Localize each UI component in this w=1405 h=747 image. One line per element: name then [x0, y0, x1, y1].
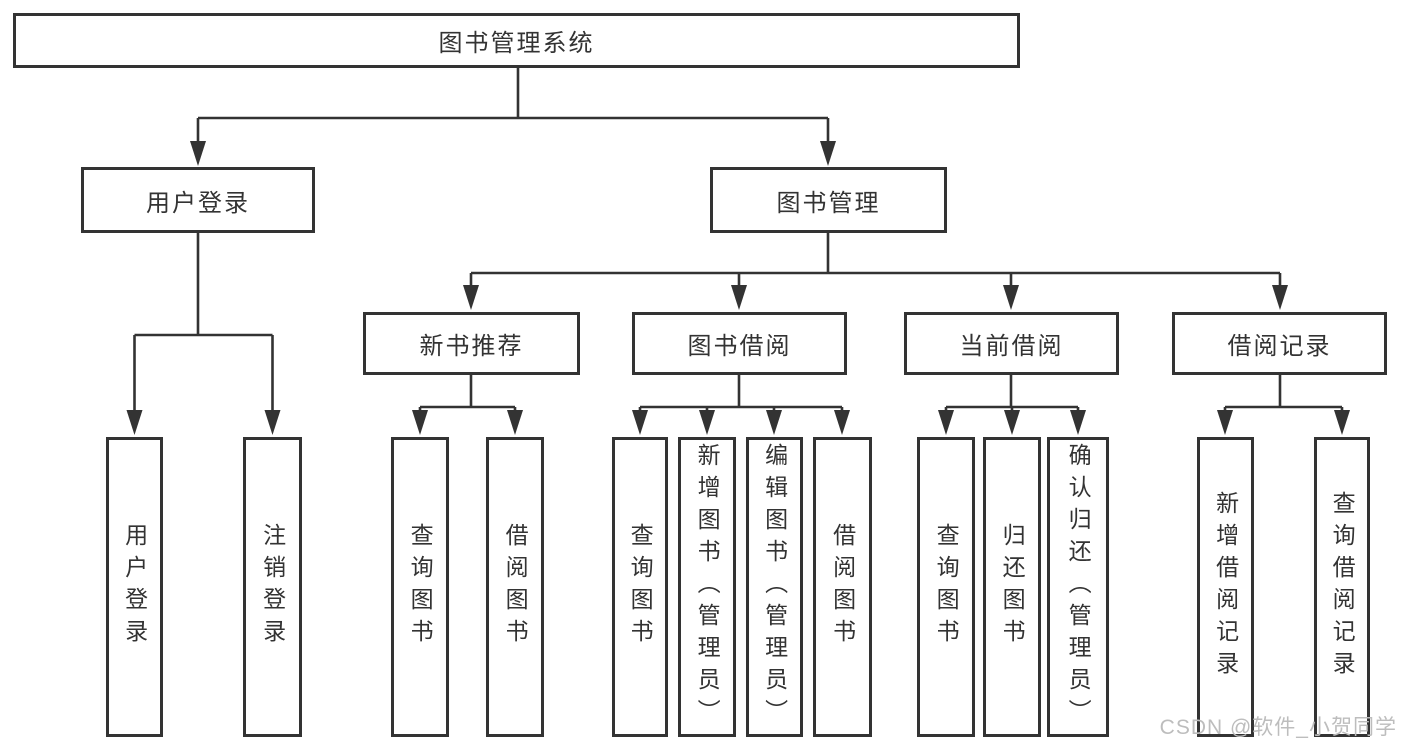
connector-book-borrow-branch: [638, 375, 844, 413]
leaf-borrow-query-book: 查询图书: [612, 437, 668, 737]
arrowhead-icon: [632, 410, 648, 435]
leaf-current-confirm-return-label: 确认归还（管理员）: [1065, 443, 1092, 731]
node-borrow-records: 借阅记录: [1172, 312, 1387, 375]
leaf-user-login-label: 用户登录: [121, 523, 148, 651]
leaf-logout: 注销登录: [243, 437, 302, 737]
arrowhead-icon: [264, 410, 281, 435]
leaf-user-login: 用户登录: [106, 437, 163, 737]
leaf-borrow-edit-book: 编辑图书（管理员）: [746, 437, 803, 737]
connector-root-to-level2: [196, 68, 830, 144]
leaf-borrow-query-book-label: 查询图书: [627, 523, 654, 651]
leaf-borrow-borrow-book-label: 借阅图书: [829, 523, 856, 651]
arrowheads: [126, 141, 1350, 435]
arrowhead-icon: [190, 141, 206, 166]
connector-current-borrow-branch: [944, 375, 1080, 413]
csdn-watermark: CSDN @软件_小贺同学: [1159, 716, 1397, 739]
leaf-records-add-record-label: 新增借阅记录: [1212, 491, 1239, 683]
arrowhead-icon: [766, 410, 782, 435]
connector-borrow-records-branch: [1223, 375, 1344, 413]
leaf-rec-query-book: 查询图书: [391, 437, 449, 737]
leaf-records-query-record: 查询借阅记录: [1314, 437, 1370, 737]
leaf-current-query-book: 查询图书: [917, 437, 975, 737]
node-current-borrow-label: 当前借阅: [959, 333, 1064, 360]
leaf-current-return-book-label: 归还图书: [999, 523, 1026, 651]
arrowhead-icon: [1070, 410, 1086, 435]
arrowhead-icon: [699, 410, 715, 435]
node-book-mgmt-label: 图书管理: [776, 189, 881, 217]
arrowhead-icon: [1334, 410, 1350, 435]
leaf-borrow-add-book: 新增图书（管理员）: [678, 437, 736, 737]
arrowhead-icon: [1272, 285, 1288, 310]
connector-new-rec-branch: [418, 375, 517, 413]
leaf-rec-borrow-book: 借阅图书: [486, 437, 544, 737]
arrowhead-icon: [1003, 285, 1019, 310]
leaf-logout-label: 注销登录: [259, 523, 286, 651]
leaf-current-confirm-return: 确认归还（管理员）: [1047, 437, 1109, 737]
node-borrow-records-label: 借阅记录: [1227, 333, 1332, 360]
arrowhead-icon: [412, 410, 428, 435]
leaf-rec-borrow-book-label: 借阅图书: [502, 523, 529, 651]
leaf-borrow-edit-book-label: 编辑图书（管理员）: [761, 443, 788, 731]
node-root-label: 图书管理系统: [438, 30, 595, 57]
node-new-book-rec-label: 新书推荐: [419, 333, 524, 360]
node-current-borrow: 当前借阅: [904, 312, 1119, 375]
node-book-borrow-label: 图书借阅: [687, 333, 792, 360]
connector-user-login-branch: [133, 233, 274, 413]
leaf-borrow-borrow-book: 借阅图书: [813, 437, 872, 737]
arrowhead-icon: [938, 410, 954, 435]
node-new-book-rec: 新书推荐: [363, 312, 580, 375]
leaf-current-query-book-label: 查询图书: [933, 523, 960, 651]
leaf-records-query-record-label: 查询借阅记录: [1329, 491, 1356, 683]
node-root: 图书管理系统: [13, 13, 1020, 68]
arrowhead-icon: [834, 410, 850, 435]
arrowhead-icon: [820, 141, 836, 166]
arrowhead-icon: [1004, 410, 1020, 435]
connector-book-mgmt-branch: [469, 233, 1282, 288]
node-user-login: 用户登录: [81, 167, 315, 233]
leaf-current-return-book: 归还图书: [983, 437, 1041, 737]
leaf-records-add-record: 新增借阅记录: [1197, 437, 1254, 737]
arrowhead-icon: [126, 410, 143, 435]
leaf-borrow-add-book-label: 新增图书（管理员）: [694, 443, 721, 731]
node-user-login-label: 用户登录: [146, 189, 250, 217]
node-book-mgmt: 图书管理: [710, 167, 947, 233]
leaf-rec-query-book-label: 查询图书: [407, 523, 434, 651]
arrowhead-icon: [1217, 410, 1233, 435]
arrowhead-icon: [731, 285, 747, 310]
arrowhead-icon: [507, 410, 523, 435]
arrowhead-icon: [463, 285, 479, 310]
node-book-borrow: 图书借阅: [632, 312, 847, 375]
